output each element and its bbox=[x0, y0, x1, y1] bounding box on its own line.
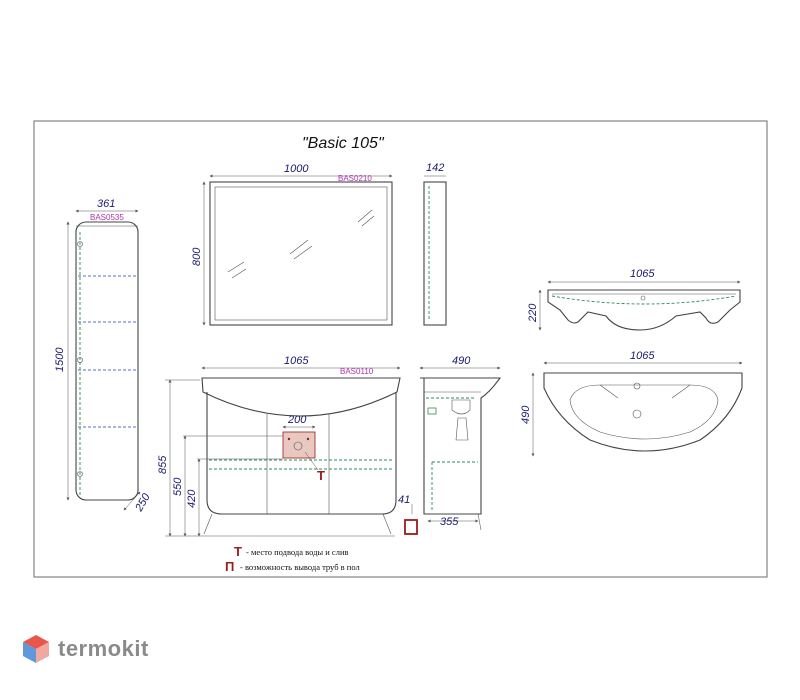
mirror-width-dim: 1000 bbox=[284, 163, 309, 175]
tall-cabinet-view: 361 BAS0535 1500 250 bbox=[54, 198, 153, 514]
vanity-basin-top bbox=[201, 377, 401, 417]
legend: Т - место подвода воды и слив П - возмож… bbox=[225, 544, 360, 574]
basin-front-body bbox=[547, 289, 741, 331]
outlet-height-550-dim: 550 bbox=[172, 477, 184, 496]
vanity-height-dim: 855 bbox=[157, 455, 169, 474]
side-355-dim: 355 bbox=[440, 516, 459, 528]
outlet-width-dim: 200 bbox=[287, 414, 307, 426]
floor-pipe-mark bbox=[404, 519, 418, 535]
mirror-body bbox=[209, 181, 393, 326]
basin-front-width-dim: 1065 bbox=[630, 268, 655, 280]
basin-front-height-dim: 220 bbox=[527, 303, 539, 323]
drawing-title: "Basic 105" bbox=[302, 135, 385, 152]
mirror-side-view: 142 bbox=[423, 162, 447, 326]
mirror-height-dim: 800 bbox=[191, 247, 203, 266]
mirror-depth-dim: 142 bbox=[426, 162, 444, 174]
legend-t-symbol: Т bbox=[234, 544, 242, 559]
legend-t-text: - место подвода воды и слив bbox=[246, 547, 349, 557]
mirror-code: BAS0210 bbox=[338, 174, 372, 183]
vanity-side-view: 490 41 355 bbox=[398, 355, 502, 535]
basin-top-view: 1065 490 bbox=[520, 350, 743, 457]
hexagon-logo-icon bbox=[23, 635, 49, 663]
drawing-frame bbox=[33, 120, 768, 578]
basin-front-view: 1065 220 bbox=[527, 268, 741, 331]
cabinet-code: BAS0535 bbox=[90, 213, 124, 222]
cabinet-width-dim: 361 bbox=[97, 198, 115, 210]
mirror-side-body bbox=[423, 181, 447, 326]
vanity-side-body bbox=[420, 377, 502, 515]
basin-top-outline bbox=[543, 372, 743, 452]
basin-top-width-dim: 1065 bbox=[630, 350, 655, 362]
outlet-mark-t: Т bbox=[317, 468, 325, 483]
outlet-zone bbox=[282, 431, 316, 459]
legend-p-symbol: П bbox=[225, 559, 234, 574]
vanity-code: BAS0110 bbox=[340, 367, 374, 376]
side-41-dim: 41 bbox=[398, 494, 410, 506]
cabinet-height-dim: 1500 bbox=[54, 347, 66, 372]
brand-logo: termokit bbox=[22, 634, 149, 664]
mirror-front-view: 1000 BAS0210 800 bbox=[191, 163, 393, 326]
legend-p-text: - возможность вывода труб в пол bbox=[240, 562, 360, 572]
vanity-front-view: Т 1065 BAS0110 200 855 550 420 bbox=[157, 355, 401, 537]
brand-name: termokit bbox=[58, 636, 149, 661]
tall-cabinet-body bbox=[75, 221, 139, 501]
cabinet-depth-dim: 250 bbox=[133, 491, 154, 515]
side-depth-dim: 490 bbox=[452, 355, 471, 367]
outlet-height-420-dim: 420 bbox=[186, 489, 198, 508]
basin-top-depth-dim: 490 bbox=[520, 405, 532, 424]
vanity-width-dim: 1065 bbox=[284, 355, 309, 367]
